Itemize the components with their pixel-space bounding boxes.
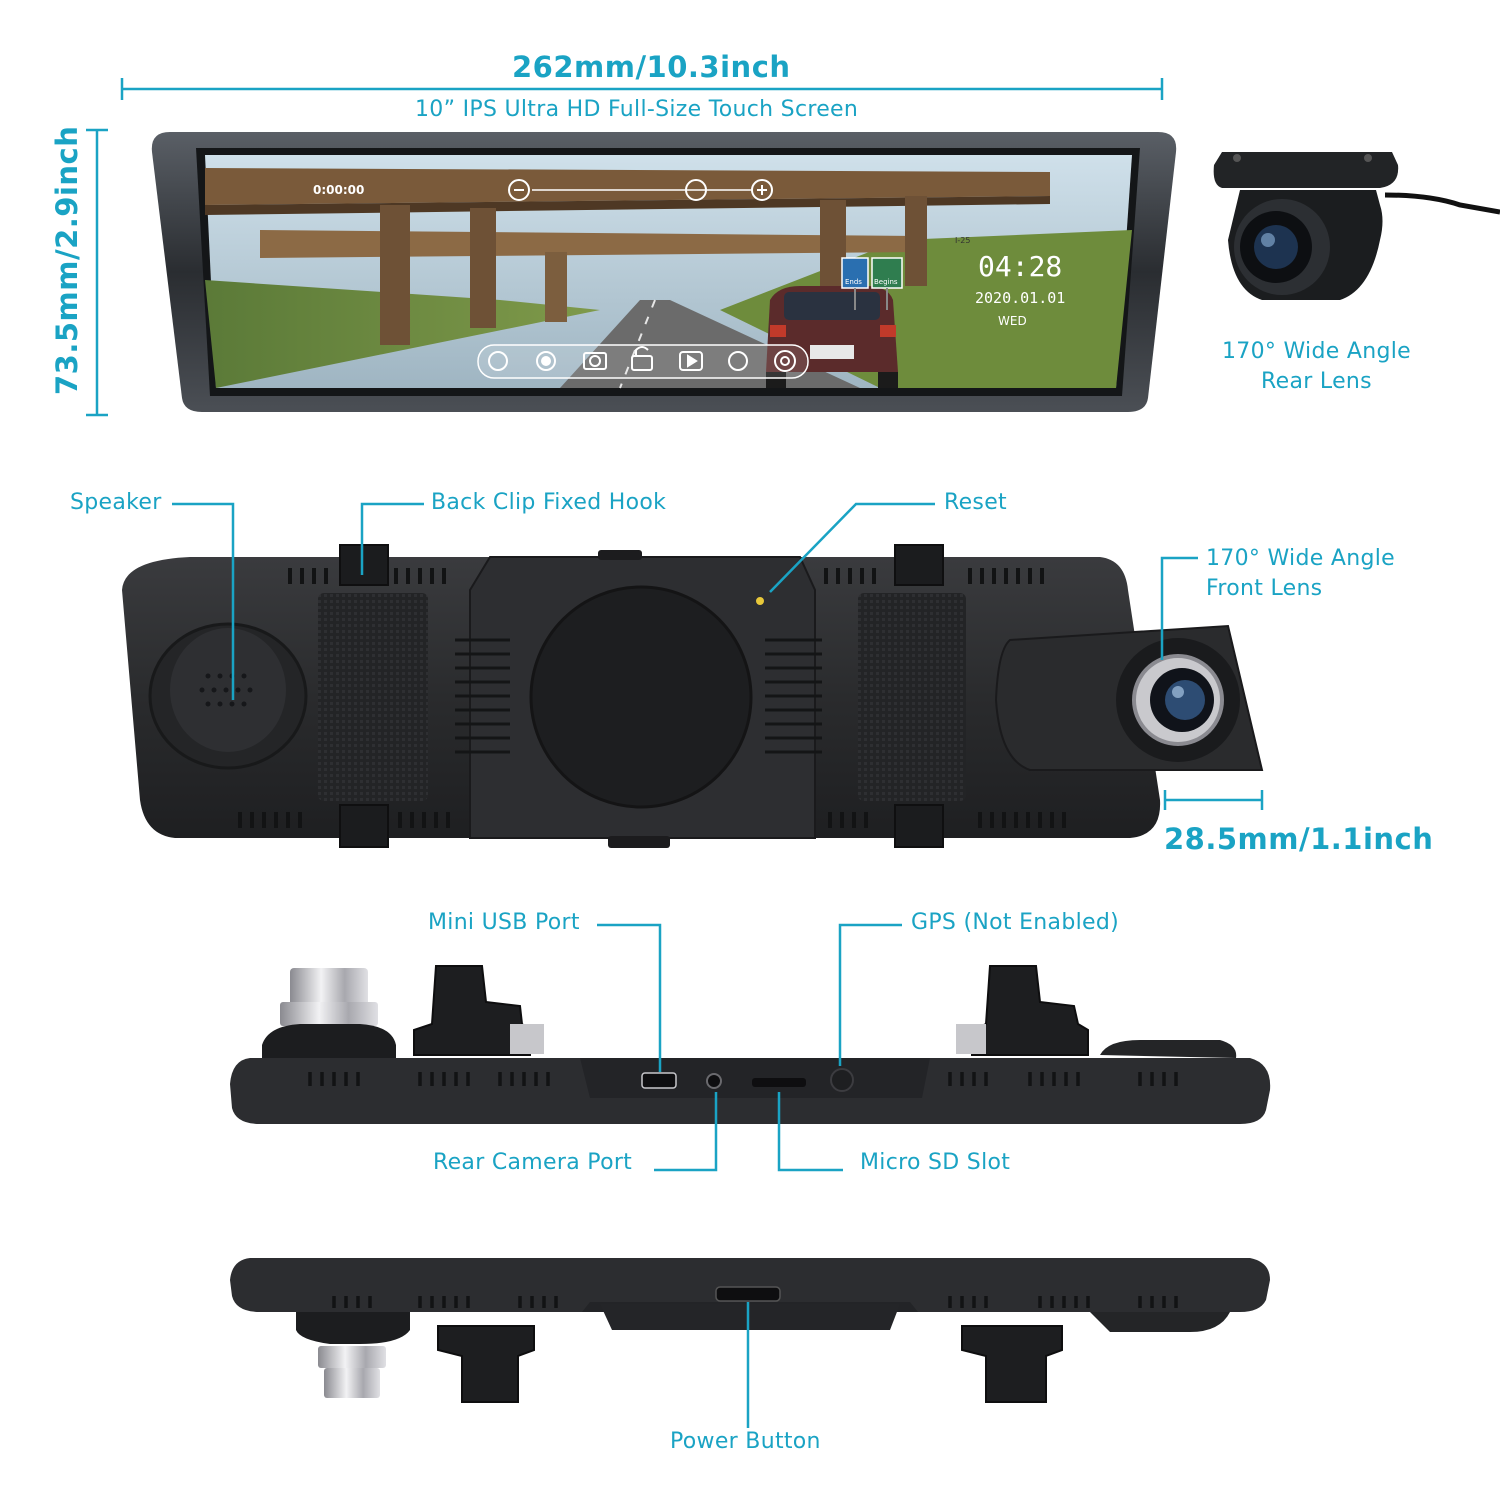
mount-disc xyxy=(529,585,753,809)
osd-clock: 04:28 xyxy=(978,250,1063,283)
osd-weekday: WED xyxy=(998,314,1027,328)
mini-usb-label: Mini USB Port xyxy=(428,910,580,935)
rear-lens-label: 170° Wide Angle Rear Lens xyxy=(1222,339,1411,394)
back-clip-label: Back Clip Fixed Hook xyxy=(431,490,667,515)
left-rubber-pad xyxy=(318,593,428,801)
gps-module xyxy=(830,1068,854,1092)
reset-indicator xyxy=(756,597,764,605)
car-ahead xyxy=(766,286,898,388)
camera-icon xyxy=(583,352,607,370)
sign-begins: Begins xyxy=(874,278,898,286)
power-button-label: Power Button xyxy=(670,1429,821,1454)
lens-depth-label: 28.5mm/1.1inch xyxy=(1164,822,1434,856)
rear-camera-port xyxy=(706,1073,722,1089)
screen-camera-view xyxy=(205,155,1132,389)
mic-mute-icon xyxy=(488,351,508,371)
osd-date: 2020.01.01 xyxy=(975,289,1066,307)
playback-icon xyxy=(679,351,703,371)
screen-caption: 10” IPS Ultra HD Full-Size Touch Screen xyxy=(415,97,859,122)
mini-usb-port xyxy=(641,1072,677,1089)
route-marker: I-25 xyxy=(955,236,971,245)
power-button xyxy=(715,1286,781,1302)
micro-sd-label: Micro SD Slot xyxy=(860,1150,1011,1175)
micro-sd-slot xyxy=(752,1078,806,1087)
record-icon xyxy=(536,351,556,371)
width-dimension-label: 262mm/10.3inch xyxy=(512,50,791,84)
speaker-grille xyxy=(148,622,308,770)
front-lens-label: 170° Wide Angle Front Lens xyxy=(1206,546,1395,601)
right-rubber-pad xyxy=(858,593,966,801)
unlock-icon xyxy=(631,355,653,371)
settings-icon xyxy=(774,350,796,372)
rear-camera-port-label: Rear Camera Port xyxy=(433,1150,633,1175)
gps-label: GPS (Not Enabled) xyxy=(911,910,1119,935)
speaker-label: Speaker xyxy=(70,490,162,515)
sign-ends: Ends xyxy=(845,278,862,286)
reset-label: Reset xyxy=(944,490,1007,515)
swap-icon xyxy=(728,351,748,371)
screen-osd-top xyxy=(508,179,773,201)
record-time: 0:00:00 xyxy=(313,183,365,197)
